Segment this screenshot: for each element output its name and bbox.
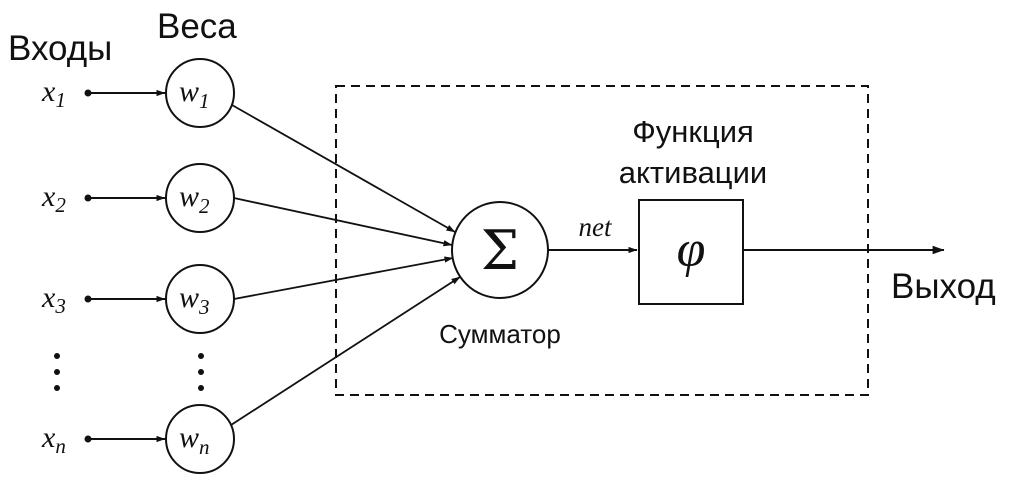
input-label: x2 (41, 180, 66, 217)
weight-to-sum-arrow-3 (233, 256, 454, 300)
weight-ellipsis (198, 353, 204, 391)
phi-symbol: φ (677, 221, 706, 278)
weight-to-sum-arrow-2 (233, 197, 453, 247)
input-row-1: x1 w1 (41, 58, 235, 128)
weight-to-sum-arrow-n (230, 276, 461, 426)
input-row-2: x2 w2 (41, 163, 235, 233)
weights-title: Веса (157, 7, 237, 46)
weight-label: w2 (179, 180, 210, 218)
weight-node (165, 58, 235, 128)
input-ellipsis (54, 353, 60, 391)
activation-box (638, 199, 744, 305)
input-label: xn (41, 421, 66, 458)
input-row-3: x3 w3 (41, 264, 235, 334)
summator-label: Сумматор (439, 319, 561, 349)
weight-node (165, 404, 235, 474)
input-label: x1 (41, 75, 66, 112)
input-row-n: xn wn (41, 404, 235, 474)
weight-label: w1 (179, 75, 210, 113)
activation-title-line1: Функция (632, 114, 754, 149)
weight-label: wn (179, 421, 210, 459)
weight-label: w3 (179, 281, 210, 319)
output-label: Выход (891, 267, 996, 306)
input-label: x3 (41, 281, 66, 318)
sigma-symbol: Σ (481, 219, 519, 282)
weight-to-sum-arrow-1 (231, 104, 456, 233)
activation-title-line2: активации (619, 155, 767, 190)
net-label: net (579, 212, 613, 242)
inputs-title: Входы (8, 29, 112, 68)
